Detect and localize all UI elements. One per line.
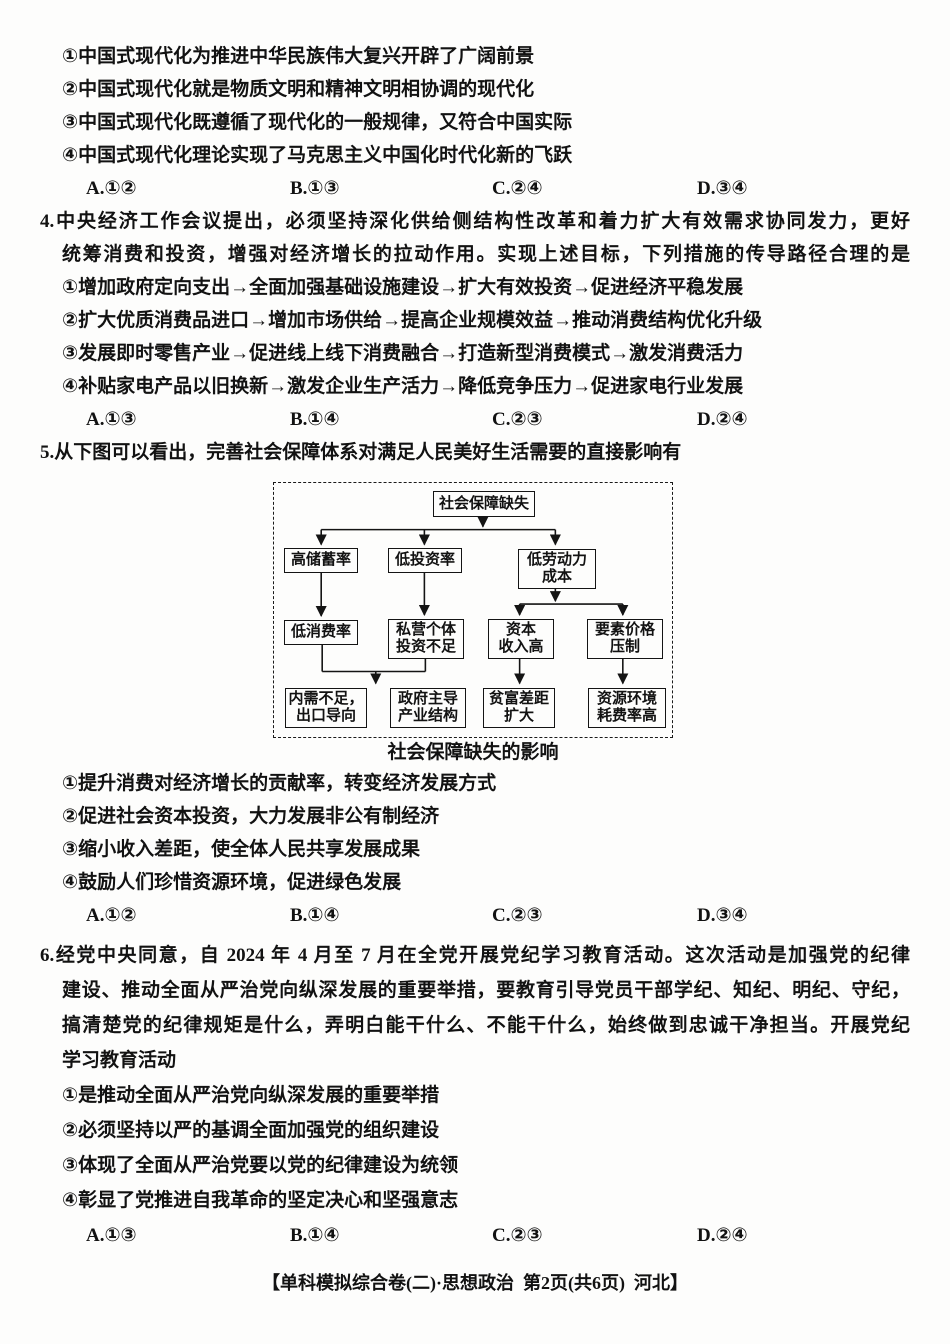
node-high-savings-rate: 高储蓄率 [284,548,358,573]
q3-option-4: ④中国式现代化理论实现了马克思主义中国化时代化新的飞跃 [62,145,573,166]
q3-answer-b: B.①③ [290,178,340,199]
q5-answer-a: A.①② [86,905,137,926]
q6-stem-line-3: 搞清楚党的纪律规矩是什么，弄明白能干什么、不能干什么，始终做到忠诚干净担当。开展… [62,1015,910,1036]
node-wealth-gap-widening: 贫富差距 扩大 [483,688,555,728]
q6-answer-a: A.①③ [86,1225,137,1246]
q6-answer-b: B.①④ [290,1225,340,1246]
q4-option-3: ③发展即时零售产业→促进线上线下消费融合→打造新型消费模式→激发消费活力 [62,343,744,364]
flowchart-caption: 社会保障缺失的影响 [387,742,559,763]
node-low-labor-cost: 低劳动力 成本 [518,549,596,589]
node-social-security-deficit: 社会保障缺失 [433,491,535,517]
q4-stem-line-2: 统筹消费和投资，增强对经济增长的拉动作用。实现上述目标，下列措施的传导路径合理的… [62,244,910,265]
q3-answer-c: C.②④ [492,178,543,199]
q3-option-3: ③中国式现代化既遵循了现代化的一般规律，又符合中国实际 [62,112,573,133]
node-high-resource-env-cost: 资源环境 耗费率高 [588,688,666,728]
q5-stem: 5.从下图可以看出，完善社会保障体系对满足人民美好生活需要的直接影响有 [40,442,682,463]
q5-answer-c: C.②③ [492,905,543,926]
node-high-capital-income: 资本 收入高 [488,619,554,659]
q3-answer-a: A.①② [86,178,137,199]
q6-stem-line-1: 6.经党中央同意，自 2024 年 4 月至 7 月在全党开展党纪学习教育活动。… [40,945,910,966]
q4-option-2: ②扩大优质消费品进口→增加市场供给→提高企业规模效益→推动消费结构优化升级 [62,310,763,331]
q6-answer-c: C.②③ [492,1225,543,1246]
node-gov-led-industry: 政府主导 产业结构 [390,688,466,728]
q4-option-4: ④补贴家电产品以旧换新→激发企业生产活力→降低竞争压力→促进家电行业发展 [62,376,744,397]
q6-option-2: ②必须坚持以严的基调全面加强党的组织建设 [62,1120,440,1141]
q6-option-3: ③体现了全面从严治党要以党的纪律建设为统领 [62,1155,459,1176]
q4-answer-row: A.①③ B.①④ C.②③ D.②④ [40,403,910,436]
question-4: 4.中央经济工作会议提出，必须坚持深化供给侧结构性改革和着力扩大有效需求协同发力… [40,205,910,436]
question-6: 6.经党中央同意，自 2024 年 4 月至 7 月在全党开展党纪学习教育活动。… [40,938,910,1253]
q5-option-1: ①提升消费对经济增长的贡献率，转变经济发展方式 [62,773,497,794]
question-5: 5.从下图可以看出，完善社会保障体系对满足人民美好生活需要的直接影响有 [40,436,910,932]
q4-answer-d: D.②④ [697,409,748,430]
q3-option-1: ①中国式现代化为推进中华民族伟大复兴开辟了广阔前景 [62,46,535,67]
q6-stem-line-4: 学习教育活动 [62,1050,177,1071]
social-security-flowchart: 社会保障缺失 高储蓄率 低投资率 低劳动力 成本 低消费率 私营个体 投资不足 … [273,482,673,738]
q5-answer-b: B.①④ [290,905,340,926]
q3-answer-row: A.①② B.①③ C.②④ D.③④ [40,172,910,205]
q3-option-2: ②中国式现代化就是物质文明和精神文明相协调的现代化 [62,79,535,100]
node-low-consumption-rate: 低消费率 [284,620,358,645]
q4-answer-a: A.①③ [86,409,137,430]
q6-answer-d: D.②④ [697,1225,748,1246]
q5-option-4: ④鼓励人们珍惜资源环境，促进绿色发展 [62,872,402,893]
q5-answer-row: A.①② B.①④ C.②③ D.③④ [40,899,910,932]
q5-option-2: ②促进社会资本投资，大力发展非公有制经济 [62,806,440,827]
q4-option-1: ①增加政府定向支出→全面加强基础设施建设→扩大有效投资→促进经济平稳发展 [62,277,744,298]
page-footer: 【单科模拟综合卷(二)·思想政治 第2页(共6页) 河北】 [262,1273,688,1293]
q3-answer-d: D.③④ [697,178,748,199]
q6-option-4: ④彰显了党推进自我革命的坚定决心和坚强意志 [62,1190,459,1211]
node-private-investment-shortage: 私营个体 投资不足 [388,619,464,659]
q4-answer-b: B.①④ [290,409,340,430]
q5-option-3: ③缩小收入差距，使全体人民共享发展成果 [62,839,421,860]
flowchart-arrows [315,516,629,685]
node-weak-domestic-demand: 内需不足， 出口导向 [285,688,367,728]
question-3-options: ①中国式现代化为推进中华民族伟大复兴开辟了广阔前景 ②中国式现代化就是物质文明和… [40,40,910,205]
q6-answer-row: A.①③ B.①④ C.②③ D.②④ [40,1218,910,1253]
q6-stem-line-2: 建设、推动全面从严治党向纵深发展的重要举措，要教育引导党员干部学纪、知纪、明纪、… [62,980,910,1001]
node-low-investment-rate: 低投资率 [388,548,462,573]
q5-answer-d: D.③④ [697,905,748,926]
q4-stem-line-1: 4.中央经济工作会议提出，必须坚持深化供给侧结构性改革和着力扩大有效需求协同发力… [40,211,910,232]
q6-option-1: ①是推动全面从严治党向纵深发展的重要举措 [62,1085,440,1106]
q4-answer-c: C.②③ [492,409,543,430]
node-factor-price-suppression: 要素价格 压制 [587,619,663,659]
